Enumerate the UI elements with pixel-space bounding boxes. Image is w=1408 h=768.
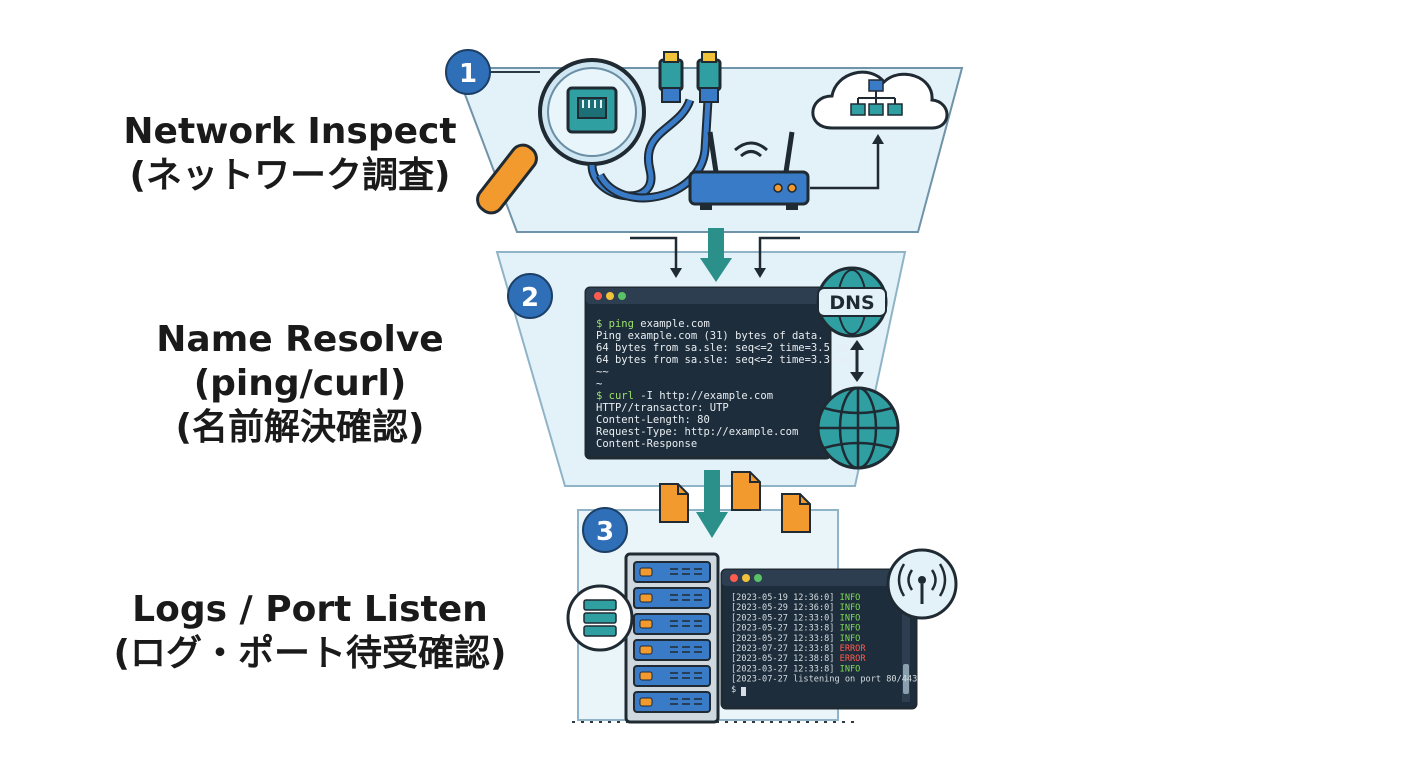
log-line: [2023-05-27 12:38:8] ERROR <box>731 654 866 664</box>
maximize-dot-icon <box>754 574 762 582</box>
minimize-dot-icon <box>606 292 614 300</box>
rack-unit <box>633 587 711 609</box>
stage-2-label: Name Resolve (ping/curl) (名前解決確認) <box>80 318 520 450</box>
ethernet-cable-icon <box>587 51 722 203</box>
step-3-badge: 3 <box>582 507 628 553</box>
terminal-line: ~ <box>596 378 602 390</box>
terminal-line: 64 bytes from sa.sle: seq<=2 time=3.3 ms <box>596 354 849 366</box>
stage-3-subtitle-ja: (ログ・ポート待受確認) <box>113 632 507 674</box>
stage-2-title: Name Resolve <box>156 319 444 360</box>
log-lines: [2023-05-19 12:36:0] INFO[2023-05-29 12:… <box>731 593 917 696</box>
close-dot-icon <box>730 574 738 582</box>
step-2-badge: 2 <box>507 273 553 319</box>
log-line: [2023-07-27 listening on port 80/443 <box>731 675 917 685</box>
log-line: [2023-05-27 12:33:8] INFO <box>731 624 860 634</box>
globe-icon <box>816 386 900 470</box>
log-terminal-window: [2023-05-19 12:36:0] INFO[2023-05-29 12:… <box>720 568 918 710</box>
terminal-line: Request-Type: http://example.com <box>596 426 798 438</box>
step-1-badge: 1 <box>445 49 540 95</box>
cloud-network-icon <box>811 70 949 130</box>
terminal-line: $ ping example.com <box>596 318 710 330</box>
router-icon <box>688 131 810 210</box>
stage-3-title: Logs / Port Listen <box>132 589 488 630</box>
stage-3-label: Logs / Port Listen (ログ・ポート待受確認) <box>60 588 560 676</box>
rack-unit <box>633 639 711 661</box>
step-1-number: 1 <box>459 59 477 89</box>
log-line: [2023-05-27 12:33:8] INFO <box>731 634 860 644</box>
stage-2-subtitle: (ping/curl) <box>193 362 407 404</box>
cursor-block <box>741 687 746 696</box>
terminal-line: ~~ <box>596 366 609 378</box>
log-line: [2023-07-27 12:33:8] ERROR <box>731 644 866 654</box>
log-line: $ <box>731 685 736 695</box>
server-badge-icon <box>566 584 634 652</box>
dns-globe-icon: DNS <box>816 266 888 338</box>
minimize-dot-icon <box>742 574 750 582</box>
terminal-line: Content-Length: 80 <box>596 414 710 426</box>
stage-2-3-flow <box>659 470 811 538</box>
stage-1-label: Network Inspect (ネットワーク調査) <box>60 110 520 198</box>
terminal-line: $ curl -I http://example.com <box>596 390 773 402</box>
document-icon <box>781 493 811 533</box>
maximize-dot-icon <box>618 292 626 300</box>
document-icon <box>731 471 761 511</box>
document-icon <box>659 483 689 523</box>
terminal-line: 64 bytes from sa.sle: seq<=2 time=3.5 ms <box>596 342 849 354</box>
router-cloud-arrow <box>810 140 880 190</box>
terminal-line: Ping example.com (31) bytes of data. <box>596 330 824 342</box>
log-line: [2023-05-19 12:36:0] INFO <box>731 593 860 603</box>
log-line: [2023-03-27 12:33:8] INFO <box>731 664 860 674</box>
log-line: [2023-05-29 12:36:0] INFO <box>731 603 860 613</box>
terminal-line: HTTP//transactor: UTP <box>596 402 729 414</box>
stage-1-2-arrows <box>630 228 800 282</box>
dns-label: DNS <box>829 292 874 314</box>
antenna-icon <box>886 548 958 620</box>
stage-1-subtitle-ja: (ネットワーク調査) <box>129 154 451 196</box>
rack-unit <box>633 613 711 635</box>
server-rack-icon <box>624 552 720 724</box>
terminal-line: Content-Response <box>596 438 697 450</box>
rack-unit <box>633 665 711 687</box>
magnifier-icon <box>476 58 646 215</box>
rack-unit <box>633 691 711 713</box>
log-line: [2023-05-27 12:33:0] INFO <box>731 613 860 623</box>
bidirectional-arrow-icon <box>850 340 864 382</box>
stage-2-subtitle-ja: (名前解決確認) <box>175 406 425 448</box>
close-dot-icon <box>594 292 602 300</box>
stage-1-title: Network Inspect <box>123 111 457 152</box>
rack-unit <box>633 561 711 583</box>
step-2-number: 2 <box>521 283 539 313</box>
log-scrollbar-thumb[interactable] <box>903 664 909 694</box>
step-3-number: 3 <box>596 517 614 547</box>
